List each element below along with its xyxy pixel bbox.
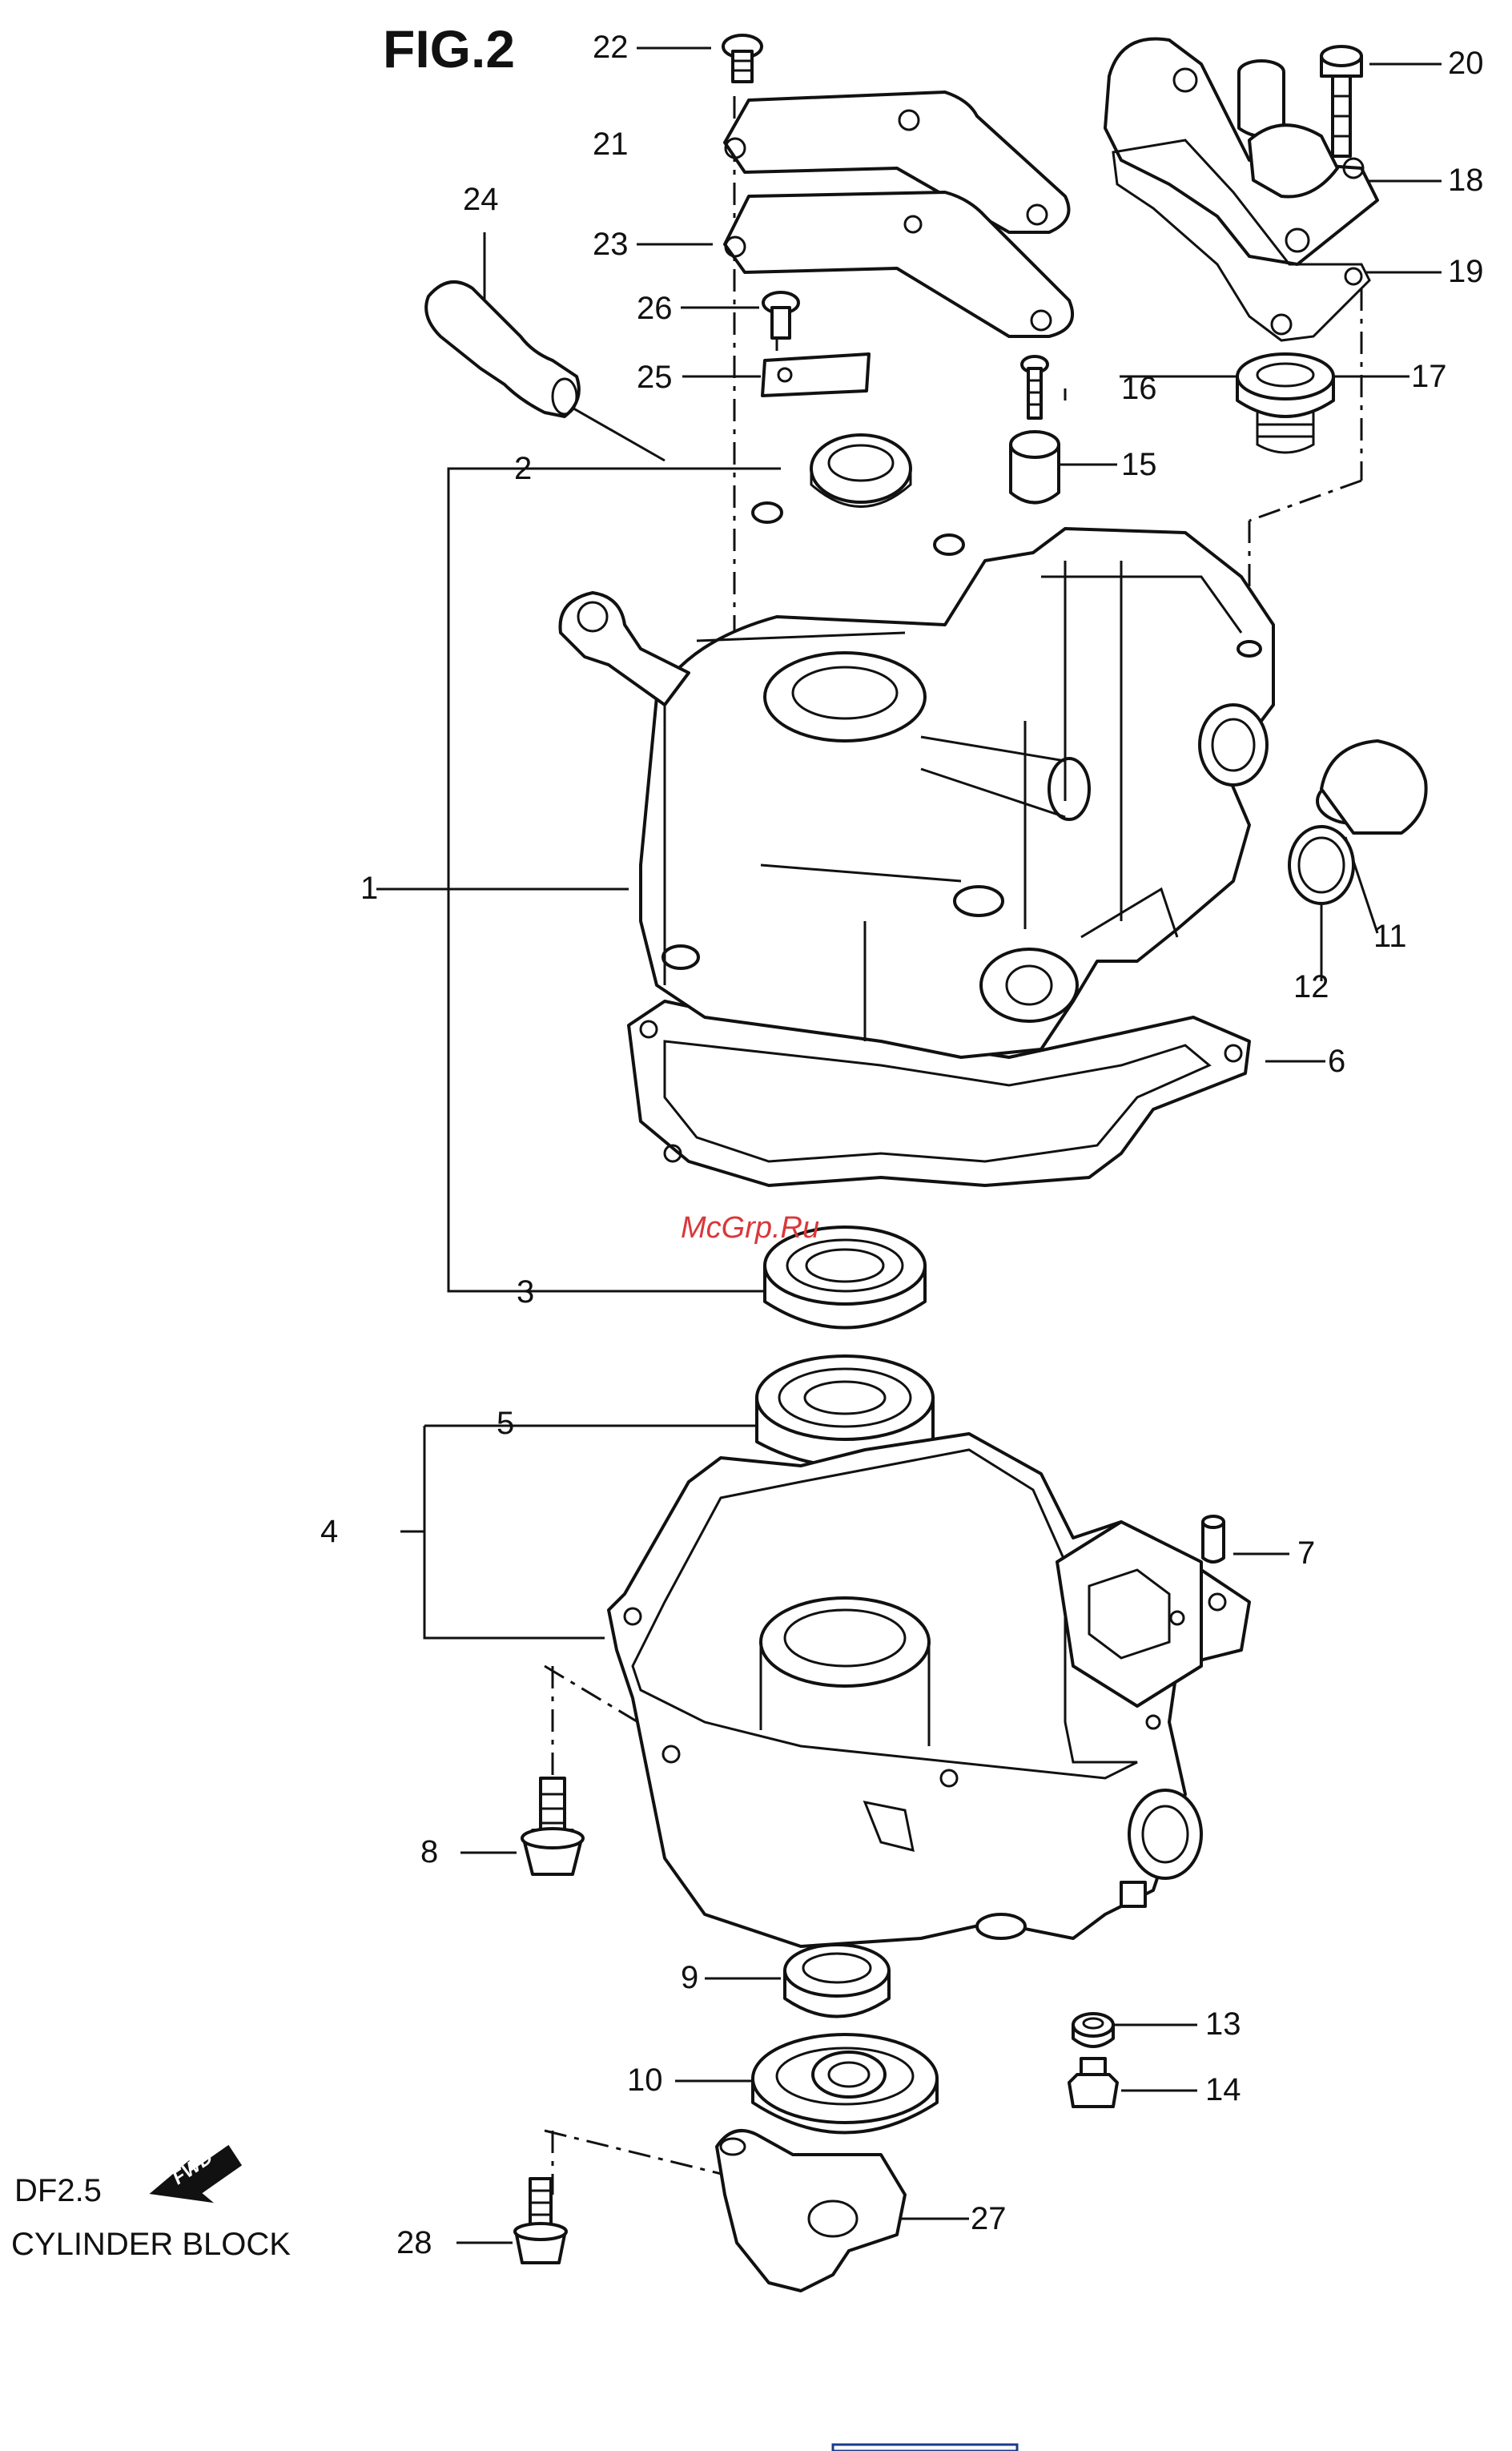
callout-label: 19 bbox=[1448, 254, 1484, 289]
callout-label: 6 bbox=[1328, 1044, 1345, 1079]
part-plate-25 bbox=[762, 354, 869, 396]
callout-label: 4 bbox=[320, 1514, 338, 1549]
part-screw-16 bbox=[1022, 356, 1048, 418]
callout-label: 27 bbox=[971, 2201, 1007, 2236]
part-washer-13 bbox=[1073, 2014, 1113, 2047]
callout-label: 5 bbox=[497, 1406, 514, 1441]
caption-title: CYLINDER BLOCK bbox=[11, 2227, 291, 2262]
part-collar-15 bbox=[1011, 432, 1059, 503]
callout-label: 25 bbox=[637, 360, 673, 395]
part-bolt-8 bbox=[522, 1778, 583, 1874]
callout-label: 23 bbox=[593, 227, 629, 262]
callout-label: 3 bbox=[517, 1274, 534, 1310]
callout-label: 8 bbox=[420, 1834, 438, 1869]
callout-label: 1 bbox=[360, 871, 378, 906]
callout-label: 2 bbox=[514, 451, 532, 486]
watermark-text: McGrp.Ru bbox=[681, 1211, 819, 1245]
part-screw-22 bbox=[723, 35, 762, 82]
part-seal-9 bbox=[785, 1945, 889, 2017]
callout-label: 17 bbox=[1411, 359, 1447, 394]
part-crankcase-4 bbox=[609, 1434, 1249, 1946]
part-housing-10 bbox=[753, 2034, 937, 2133]
callout-label: 28 bbox=[396, 2225, 432, 2260]
part-seal-2 bbox=[811, 435, 911, 507]
part-bolt-20 bbox=[1321, 46, 1361, 156]
callout-label: 15 bbox=[1121, 447, 1157, 482]
part-oring-12 bbox=[1289, 827, 1353, 904]
callout-label: 18 bbox=[1448, 163, 1484, 198]
callout-label: 16 bbox=[1121, 371, 1157, 406]
part-plug-14 bbox=[1069, 2059, 1117, 2107]
callout-label: 9 bbox=[681, 1960, 698, 1995]
page-edge-fragment bbox=[833, 2445, 1017, 2451]
callout-label: 13 bbox=[1205, 2006, 1241, 2042]
figure-title: FIG.2 bbox=[383, 19, 515, 78]
model-label: DF2.5 bbox=[14, 2173, 102, 2208]
fwd-arrow-icon: FWD bbox=[152, 2147, 240, 2201]
part-screw-26 bbox=[763, 292, 798, 338]
callout-label: 20 bbox=[1448, 46, 1484, 81]
part-plate-27 bbox=[717, 2131, 905, 2291]
part-cylinder-block-1 bbox=[561, 503, 1274, 1185]
part-thermostat-17 bbox=[1237, 354, 1333, 453]
callout-label: 26 bbox=[637, 291, 673, 326]
callout-label: 14 bbox=[1205, 2072, 1241, 2107]
callout-label: 22 bbox=[593, 30, 629, 65]
callout-label: 10 bbox=[627, 2063, 663, 2098]
part-bolt-28 bbox=[515, 2179, 566, 2263]
part-hose-24 bbox=[426, 282, 579, 417]
callout-label: 24 bbox=[463, 182, 499, 217]
callout-label: 11 bbox=[1373, 919, 1407, 954]
callout-label: 21 bbox=[593, 127, 629, 162]
part-plug-11 bbox=[1317, 741, 1426, 833]
part-pin-7 bbox=[1203, 1516, 1224, 1562]
callout-label: 7 bbox=[1297, 1535, 1315, 1571]
callout-label: 12 bbox=[1293, 969, 1329, 1004]
